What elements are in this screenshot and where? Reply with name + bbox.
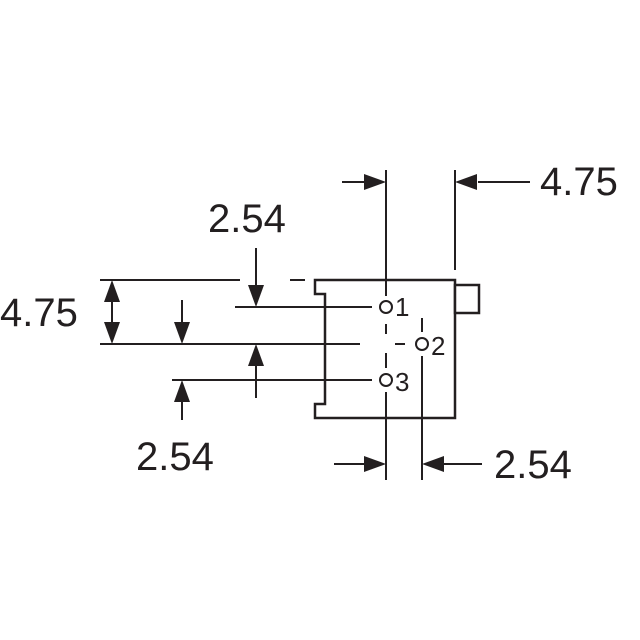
dim-center-down-arrowhead (174, 322, 190, 344)
pin-2-label: 2 (431, 331, 445, 361)
pin-3-label: 3 (395, 367, 409, 397)
dim-bottom-right-label: 2.54 (494, 443, 572, 487)
dim-top-arrowhead-right (455, 174, 477, 190)
pin-3-hole (379, 373, 393, 387)
dim-bottom-left-arrowhead (174, 380, 190, 402)
dim-left-arrowhead-bottom (104, 322, 120, 344)
dim-left-label: 4.75 (0, 291, 78, 335)
dim-mid-up-arrowhead (248, 344, 264, 366)
dim-top-left-label: 2.54 (208, 197, 286, 241)
dim-bottom-arrowhead-right (422, 456, 444, 472)
pin-1-hole (379, 300, 393, 314)
dim-bottom-left-label: 2.54 (136, 435, 214, 479)
pin-2-hole (415, 337, 429, 351)
dim-top-right-label: 4.75 (540, 160, 618, 204)
dim-left-arrowhead-top (104, 280, 120, 302)
dim-top-arrowhead-left (364, 174, 386, 190)
component-body-outline (313, 278, 457, 420)
dim-bottom-arrowhead-left (364, 456, 386, 472)
dim-top-left-arrowhead (248, 285, 264, 307)
adjuster-tab (453, 283, 481, 315)
pin-1-label: 1 (395, 292, 409, 322)
